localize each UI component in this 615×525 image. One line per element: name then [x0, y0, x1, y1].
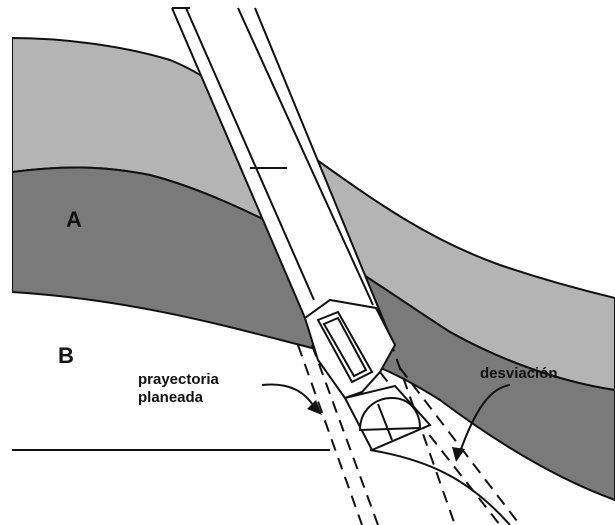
layer-b-label: B [58, 343, 74, 369]
planned-trajectory-label-line1: prayectoria [138, 371, 219, 389]
layer-a-label: A [66, 207, 82, 233]
planned-trajectory-label-line2: planeada [138, 389, 203, 407]
deviation-curve [370, 450, 510, 525]
planned-arrow [262, 384, 315, 408]
deviation-arrowhead [452, 447, 465, 462]
deviation-label: desviación [480, 365, 558, 383]
